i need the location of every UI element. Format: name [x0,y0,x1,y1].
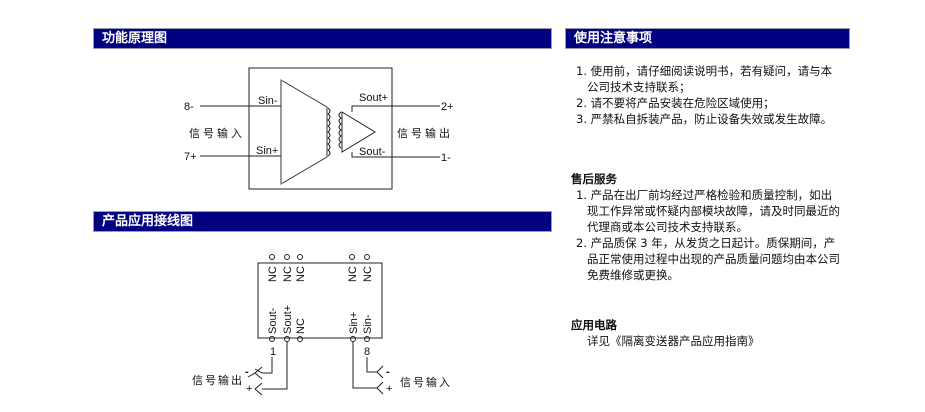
section-header-notes: 使用注意事项 [565,28,850,49]
top-pin-label: NC [295,266,307,282]
pin-8-label: 8 [364,346,370,358]
circuit: 应用电路 详见《隔离变送器产品应用指南》 [571,317,843,349]
top-pin-label: NC [347,266,359,282]
section-header-wiring: 产品应用接线图 [93,211,552,232]
pin-8-label: 8- [184,101,194,113]
output-label: 信号输出 [397,126,453,140]
input-label: 信号输入 [189,126,245,140]
circuit-text: 详见《隔离变送器产品应用指南》 [587,334,760,348]
top-pin-label: NC [267,266,279,282]
top-pin-label: NC [282,266,294,282]
principle-diagram: 8- 7+ 2+ 1- Sin- Sin+ Sout+ Sout- 信号输入 信… [184,67,454,190]
bottom-pin-label: Sin- [362,314,374,334]
notes-list: 1. 使用前，请仔细阅读说明书，若有疑问，请与本公司技术支持联系； 2. 请不要… [571,63,843,127]
bottom-pin-label: NC [295,318,307,334]
input-plus: + [386,383,392,395]
bottom-pin-label: Sin+ [348,312,360,334]
bottom-pin-label: Sout+ [282,305,294,334]
sout-minus-label: Sout- [359,146,386,158]
pin-7-label: 7+ [184,151,197,163]
after-sales-item: 2. 产品质保 3 年，从发货之日起计。质保期间，产品正常使用过程中出现的产品质… [576,236,840,282]
section-header-principle: 功能原理图 [93,28,552,49]
after-sales-title: 售后服务 [571,172,617,186]
output-label: 信号输出 [192,373,244,387]
note-item: 3. 严禁私自拆装产品，防止设备失效或发生故障。 [576,112,833,126]
after-sales-item: 1. 产品在出厂前均经过严格检验和质量控制，如出现工作异常或怀疑内部模块故障，请… [576,188,840,234]
output-plus: + [246,383,252,395]
wiring-diagram: NC NC NC NC NC Sout- Sout+ NC Sin+ Sin- … [192,254,452,396]
pin-1-label: 1- [441,152,451,164]
sout-plus-label: Sout+ [359,92,388,104]
after-sales: 售后服务 1. 产品在出厂前均经过严格检验和质量控制，如出现工作异常或怀疑内部模… [571,171,843,283]
top-pin-label: NC [362,266,374,282]
circuit-title: 应用电路 [571,318,617,332]
pin-1-label: 1 [270,346,276,358]
pin-2-label: 2+ [441,101,454,113]
output-minus: - [245,366,249,378]
sin-plus-label: Sin+ [256,145,278,157]
note-item: 2. 请不要将产品安装在危险区域使用； [576,96,775,110]
bottom-pin-label: Sout- [267,307,279,334]
note-item: 1. 使用前，请仔细阅读说明书，若有疑问，请与本公司技术支持联系； [576,64,833,94]
sin-minus-label: Sin- [258,95,278,107]
input-label: 信号输入 [400,375,452,389]
input-minus: - [386,366,390,378]
top-pins [269,254,370,342]
